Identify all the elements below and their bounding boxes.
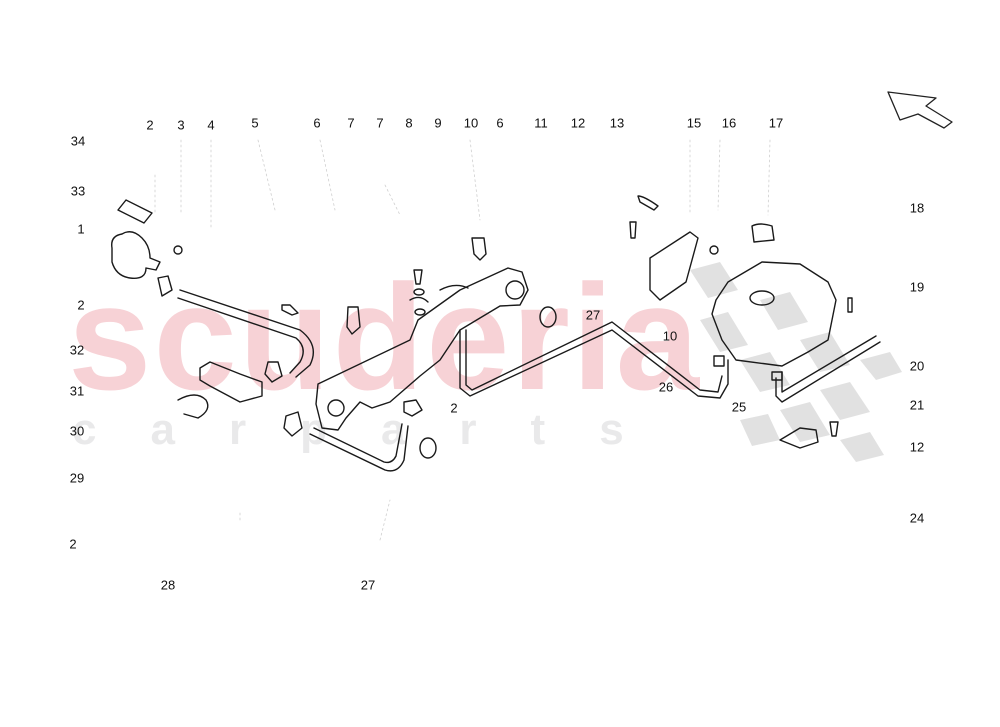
arrow-up-left-icon (887, 91, 953, 129)
callout-8[interactable]: 8 (405, 115, 413, 131)
callout-4[interactable]: 4 (207, 117, 215, 133)
callout-34[interactable]: 34 (70, 133, 86, 149)
callout-2[interactable]: 2 (450, 400, 458, 416)
part-fuel-rail (315, 267, 529, 431)
callout-6[interactable]: 6 (313, 115, 321, 131)
callout-9[interactable]: 9 (434, 115, 442, 131)
callout-18[interactable]: 18 (909, 200, 925, 216)
callout-17[interactable]: 17 (768, 115, 784, 131)
callout-19[interactable]: 19 (909, 279, 925, 295)
callout-2[interactable]: 2 (77, 297, 85, 313)
callout-12[interactable]: 12 (570, 115, 586, 131)
callout-24[interactable]: 24 (909, 510, 925, 526)
callout-32[interactable]: 32 (69, 342, 85, 358)
callout-3[interactable]: 3 (177, 117, 185, 133)
callout-15[interactable]: 15 (686, 115, 702, 131)
part-bracket (649, 231, 699, 301)
callout-7[interactable]: 7 (376, 115, 384, 131)
callout-20[interactable]: 20 (909, 358, 925, 374)
watermark-brand: scuderia (68, 253, 701, 421)
callout-26[interactable]: 26 (658, 379, 674, 395)
callout-28[interactable]: 28 (160, 577, 176, 593)
callout-30[interactable]: 30 (69, 423, 85, 439)
callout-5[interactable]: 5 (251, 115, 259, 131)
callout-1[interactable]: 1 (77, 221, 85, 237)
callout-16[interactable]: 16 (721, 115, 737, 131)
callout-21[interactable]: 21 (909, 397, 925, 413)
callout-13[interactable]: 13 (609, 115, 625, 131)
callout-27[interactable]: 27 (360, 577, 376, 593)
callout-33[interactable]: 33 (70, 183, 86, 199)
callout-7[interactable]: 7 (347, 115, 355, 131)
callout-12[interactable]: 12 (909, 439, 925, 455)
checkered-flag-watermark (690, 262, 902, 462)
callout-2[interactable]: 2 (69, 536, 77, 552)
callout-10[interactable]: 10 (662, 328, 678, 344)
callout-10[interactable]: 10 (463, 115, 479, 131)
callout-2[interactable]: 2 (146, 117, 154, 133)
callout-25[interactable]: 25 (731, 399, 747, 415)
callout-31[interactable]: 31 (69, 383, 85, 399)
callout-6[interactable]: 6 (496, 115, 504, 131)
callout-27[interactable]: 27 (585, 307, 601, 323)
callout-29[interactable]: 29 (69, 470, 85, 486)
part-cap (751, 223, 775, 243)
part-fuel-pump (199, 361, 263, 403)
part-plate (117, 199, 153, 224)
part-pump (111, 231, 161, 279)
part-reservoir-tank (711, 261, 837, 367)
callout-11[interactable]: 11 (534, 115, 548, 131)
